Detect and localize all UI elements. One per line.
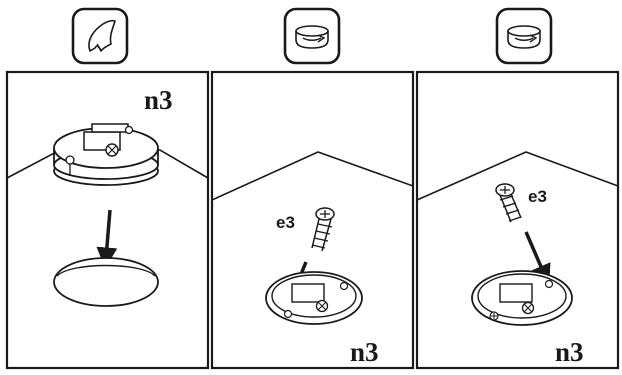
screw-e3 [495, 183, 522, 223]
part-label-n3: n3 [350, 337, 379, 367]
screwdriver-rotate-icon [283, 7, 341, 65]
screw-arrow [524, 231, 551, 286]
panel-step-1: n3 [5, 70, 210, 370]
cam-lock-fitting [53, 123, 159, 186]
screw-e3 [311, 207, 335, 252]
panel-edge-line [211, 151, 414, 201]
insert-arrow [96, 209, 118, 269]
fastener-label-e3: e3 [276, 213, 295, 232]
panel-edge-line [416, 151, 619, 201]
drilled-hole [53, 257, 159, 307]
installed-cam-lock [265, 271, 363, 325]
part-label-n3: n3 [555, 337, 584, 367]
screwdriver-rotate-icon [495, 7, 553, 65]
panel-step-3: e3 n3 [415, 70, 620, 370]
installed-cam-lock [471, 270, 573, 326]
hand-press-icon [71, 7, 129, 65]
panel-step-2: e3 n3 [210, 70, 415, 370]
fastener-label-e3: e3 [528, 187, 547, 206]
part-label-n3: n3 [144, 85, 173, 115]
